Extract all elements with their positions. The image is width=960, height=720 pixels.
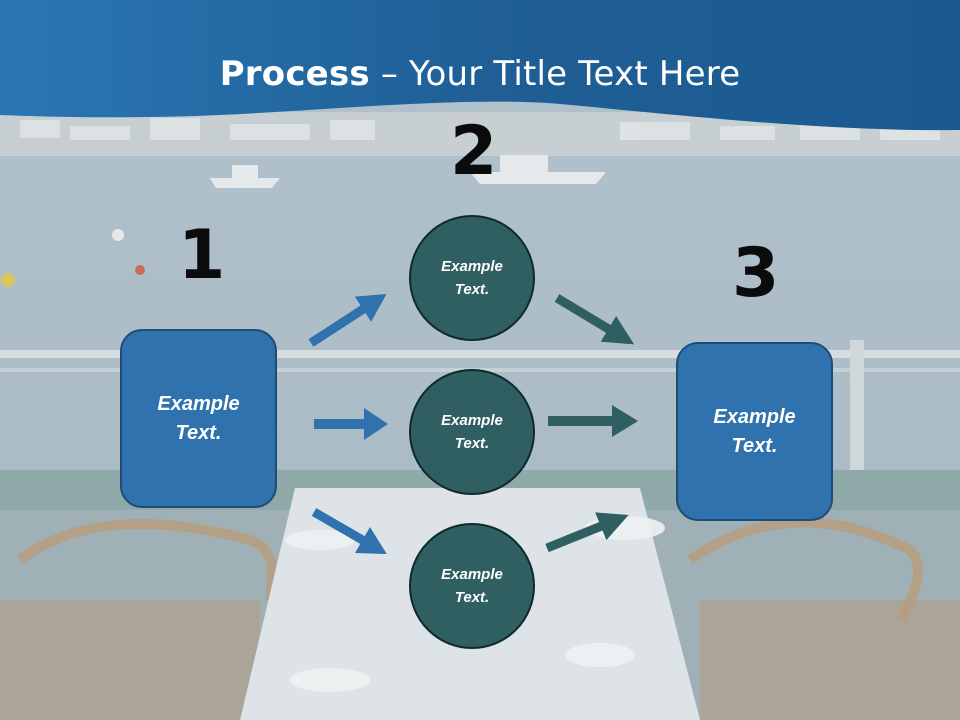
circle-middle-line1: Example [441, 412, 503, 429]
process-box-left[interactable]: Example Text. [120, 329, 277, 508]
circle-bottom-line2: Text. [454, 589, 490, 606]
circle-top-line1: Example [441, 258, 503, 275]
circle-bottom-line1: Example [441, 566, 503, 583]
box-right-line1: Example [713, 405, 796, 428]
process-circle-top[interactable]: Example Text. [409, 215, 535, 341]
box-left-line1: Example [157, 392, 240, 415]
step-number-2: 2 [450, 112, 498, 191]
process-circle-bottom[interactable]: Example Text. [409, 523, 535, 649]
title-bold: Process [219, 54, 370, 94]
process-circle-middle[interactable]: Example Text. [409, 369, 535, 495]
box-right-line2: Text. [731, 434, 778, 457]
box-left-line2: Text. [175, 421, 222, 444]
circle-top-line2: Text. [454, 281, 490, 298]
step-number-1: 1 [178, 216, 226, 295]
circle-middle-line2: Text. [454, 435, 490, 452]
title-rest: – Your Title Text Here [369, 54, 741, 94]
step-number-3: 3 [732, 234, 780, 313]
slide-title: Process – Your Title Text Here [0, 54, 960, 94]
process-box-right[interactable]: Example Text. [676, 342, 833, 521]
